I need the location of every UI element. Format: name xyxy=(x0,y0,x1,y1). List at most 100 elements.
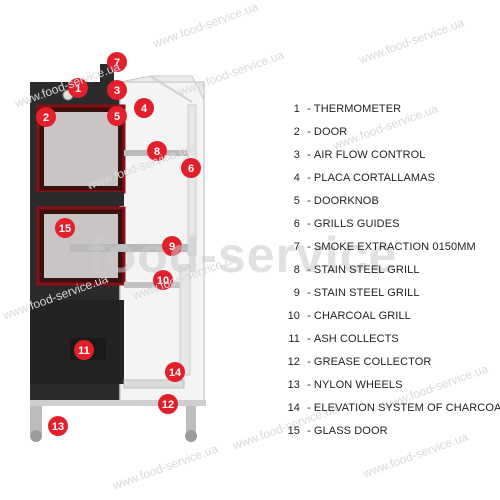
watermark-large: food-service xyxy=(88,227,398,283)
callout-marker-circle xyxy=(107,52,127,72)
callout-marker: 13 xyxy=(48,416,68,436)
legend-item-label: SMOKE EXTRACTION 0150MM xyxy=(313,241,476,253)
callout-marker-circle xyxy=(48,416,68,436)
legend-item-separator: - xyxy=(304,218,311,230)
legend-item-label: THERMOMETER xyxy=(313,103,402,115)
callout-marker-number: 13 xyxy=(52,421,64,433)
legend-item-label: GLASS DOOR xyxy=(313,425,388,437)
callout-marker-circle xyxy=(107,106,127,126)
legend-item-separator: - xyxy=(304,379,311,391)
callout-marker-circle xyxy=(55,218,75,238)
legend-item-number: 12 xyxy=(287,356,300,368)
legend-item-label: ELEVATION SYSTEM OF CHARCOAL xyxy=(313,402,500,414)
upper-door-glass xyxy=(44,112,118,186)
legend-item: 11 -ASH COLLECTS xyxy=(286,331,496,354)
legend-item-separator: - xyxy=(304,287,311,299)
legend-item-number: 13 xyxy=(287,379,300,391)
legend-item-separator: - xyxy=(304,241,311,253)
callout-marker: 2 xyxy=(36,107,56,127)
lower-grill xyxy=(70,244,188,252)
callout-marker-circle xyxy=(181,158,201,178)
legend-item-number: 14 xyxy=(287,402,300,414)
legend-item-label: NYLON WHEELS xyxy=(313,379,403,391)
callout-marker-circle xyxy=(74,340,94,360)
callout-marker-number: 4 xyxy=(141,103,148,115)
legend-item-separator: - xyxy=(304,149,311,161)
legend-item: 1 -THERMOMETER xyxy=(286,101,496,124)
legend-item: 10 -CHARCOAL GRILL xyxy=(286,308,496,331)
callout-marker: 4 xyxy=(134,98,154,118)
leg-right xyxy=(186,406,196,434)
callout-marker-number: 14 xyxy=(169,367,182,379)
legend-item-separator: - xyxy=(304,103,311,115)
callout-marker: 11 xyxy=(74,340,94,360)
legend-item: 3 -AIR FLOW CONTROL xyxy=(286,147,496,170)
legend-item-separator: - xyxy=(304,195,311,207)
legend-item: 2 -DOOR xyxy=(286,124,496,147)
legend-item: 8 -STAIN STEEL GRILL xyxy=(286,262,496,285)
legend-item-label: GRILLS GUIDES xyxy=(313,218,400,230)
legend-item-number: 8 xyxy=(293,264,300,276)
callout-marker-number: 2 xyxy=(43,112,49,124)
callout-marker: 1 xyxy=(68,78,88,98)
legend-item-separator: - xyxy=(304,333,311,345)
callout-marker-number: 12 xyxy=(162,399,174,411)
legend-item: 13 -NYLON WHEELS xyxy=(286,377,496,400)
callout-marker-number: 9 xyxy=(169,241,175,253)
legend-item: 6 -GRILLS GUIDES xyxy=(286,216,496,239)
callout-marker-number: 3 xyxy=(114,85,120,97)
callout-marker-circle xyxy=(158,394,178,414)
callout-marker-circle xyxy=(68,78,88,98)
callout-marker-circle xyxy=(147,141,167,161)
legend-item-label: STAIN STEEL GRILL xyxy=(313,264,420,276)
callout-marker: 8 xyxy=(147,141,167,161)
callout-marker-number: 15 xyxy=(59,223,71,235)
callout-marker: 7 xyxy=(107,52,127,72)
callout-marker-number: 10 xyxy=(157,275,169,287)
callout-marker-number: 8 xyxy=(154,146,160,158)
legend-item-separator: - xyxy=(304,172,311,184)
leg-left xyxy=(30,406,42,434)
callout-marker-circle xyxy=(165,362,185,382)
legend-item: 7 -SMOKE EXTRACTION 0150MM xyxy=(286,239,496,262)
top-hood xyxy=(119,75,205,101)
legend-item-number: 5 xyxy=(293,195,300,207)
legend-item-number: 9 xyxy=(293,287,300,299)
callout-marker-number: 6 xyxy=(188,163,194,175)
callout-marker-circle xyxy=(36,107,56,127)
legend-item-separator: - xyxy=(304,310,311,322)
callout-marker: 14 xyxy=(165,362,185,382)
callout-marker-circle xyxy=(107,80,127,100)
callout-marker-number: 1 xyxy=(75,83,81,95)
wheel-left xyxy=(30,430,42,442)
legend-item-separator: - xyxy=(304,356,311,368)
legend-item-separator: - xyxy=(304,425,311,437)
callout-marker: 15 xyxy=(55,218,75,238)
callout-marker: 12 xyxy=(158,394,178,414)
callout-marker-circle xyxy=(162,236,182,256)
legend-item-label: AIR FLOW CONTROL xyxy=(313,149,426,161)
legend-item: 5 -DOORKNOB xyxy=(286,193,496,216)
legend-item-label: STAIN STEEL GRILL xyxy=(313,287,420,299)
legend-item-label: GREASE COLLECTOR xyxy=(313,356,432,368)
legend-item-number: 3 xyxy=(293,149,300,161)
callout-marker-circle xyxy=(134,98,154,118)
callout-marker: 6 xyxy=(181,158,201,178)
callout-marker-number: 7 xyxy=(114,57,120,69)
legend-item: 15 -GLASS DOOR xyxy=(286,423,496,446)
callout-marker: 10 xyxy=(153,270,173,290)
legend-item-number: 2 xyxy=(293,126,300,138)
callout-marker: 3 xyxy=(107,80,127,100)
legend-item: 12 -GREASE COLLECTOR xyxy=(286,354,496,377)
legend-item-separator: - xyxy=(304,402,311,414)
legend-item-number: 10 xyxy=(287,310,300,322)
wheel-right xyxy=(185,430,197,442)
callout-marker: 5 xyxy=(107,106,127,126)
callout-marker: 9 xyxy=(162,236,182,256)
callout-marker-number: 5 xyxy=(114,111,120,123)
legend-item: 4 -PLACA CORTALLAMAS xyxy=(286,170,496,193)
legend-item-number: 7 xyxy=(293,241,300,253)
